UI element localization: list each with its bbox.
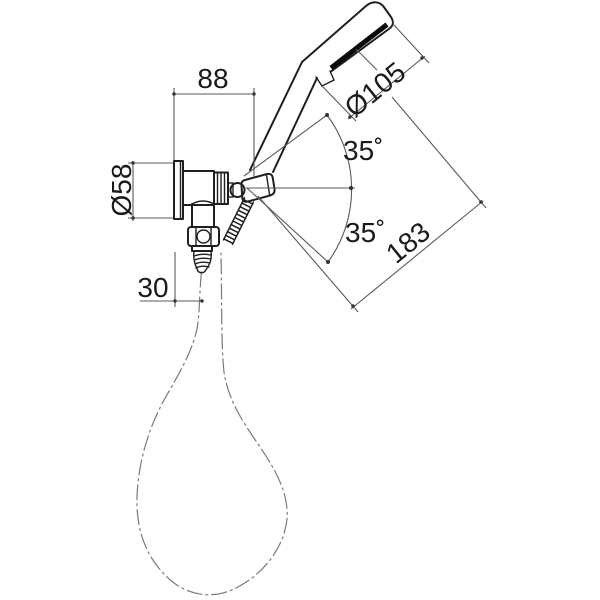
extension-line [321, 85, 357, 122]
outlet-tube-rim [191, 200, 215, 205]
hand-shower [249, 1, 394, 173]
hose-strain-relief [222, 197, 255, 245]
dimension-label-30: 30 [137, 272, 168, 303]
dimension-line [347, 55, 426, 120]
hose-loop [136, 252, 288, 596]
angle-label-lower: 35˚ [345, 217, 385, 248]
leader-line [355, 48, 378, 71]
hex-nut-face-circle [196, 229, 211, 244]
dimension-label-88: 88 [197, 63, 228, 94]
handle-left-edge [249, 61, 303, 171]
dimension-label-105: Ø105 [339, 56, 412, 123]
wall-bracket [173, 160, 276, 274]
angle-ray-lower [246, 187, 329, 263]
extension-line [392, 23, 430, 64]
angle-label-upper: 35˚ [343, 135, 383, 166]
head-nub [315, 70, 335, 87]
dimension-58: Ø58 [106, 161, 173, 221]
dimension-label-183: 183 [380, 216, 436, 269]
handset-holder [240, 172, 276, 203]
outlet-collar [191, 245, 213, 252]
outlet-thread [193, 251, 212, 274]
shower-head-outline [301, 1, 394, 73]
dimension-label-58: Ø58 [106, 164, 137, 217]
wall-flange [173, 160, 184, 220]
holder-end-line [265, 174, 271, 196]
handle-right-edge [272, 77, 318, 173]
joint-neck [227, 182, 234, 198]
spray-face-edge [329, 22, 389, 70]
hose-outlet-side-curve [136, 271, 237, 596]
extension-line [391, 96, 487, 209]
extension-line [257, 195, 359, 313]
bracket-body [182, 170, 215, 206]
angle-callout: 35˚ 35˚ [243, 113, 385, 264]
dimension-30: 30 [137, 252, 204, 307]
angle-ray-upper [243, 114, 328, 177]
ball-joint [229, 182, 246, 198]
dimension-line [350, 200, 484, 310]
dimension-88: 88 [172, 63, 256, 177]
hose-handle-side-curve [220, 252, 288, 589]
